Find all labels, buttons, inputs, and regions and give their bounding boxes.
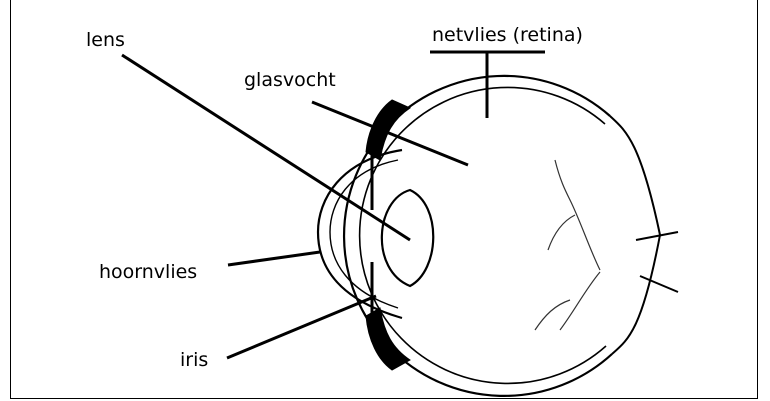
label-lens: lens bbox=[86, 29, 125, 51]
pointer-lines bbox=[122, 52, 545, 358]
optic-nerve bbox=[610, 116, 678, 354]
retinal-veins bbox=[535, 160, 600, 330]
label-retina: netvlies (retina) bbox=[432, 24, 583, 46]
eyeball bbox=[318, 76, 612, 396]
label-cornea: hoornvlies bbox=[99, 261, 197, 283]
pointer-iris bbox=[227, 296, 376, 358]
pointer-cornea bbox=[228, 252, 320, 265]
label-vitreous: glasvocht bbox=[244, 69, 336, 91]
label-iris: iris bbox=[180, 349, 208, 371]
